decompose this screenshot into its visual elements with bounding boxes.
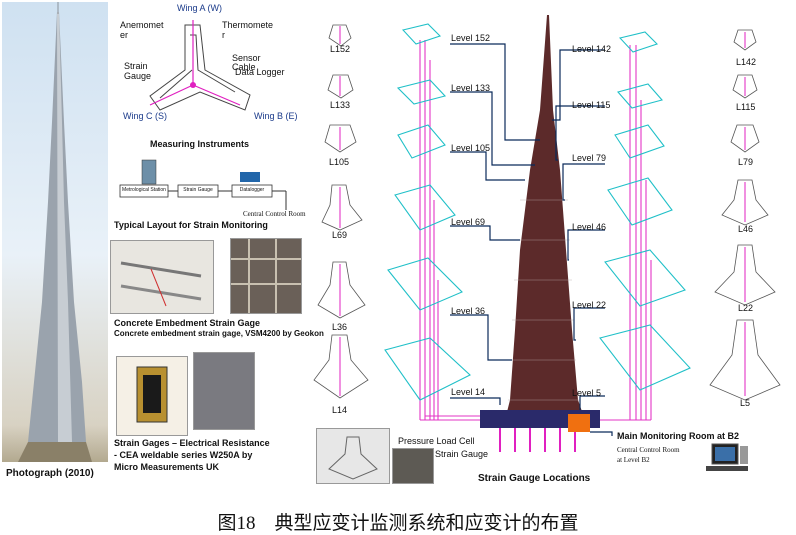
embedment-title: Concrete Embedment Strain Gage [114,318,261,328]
central-control-room-line-2: at Level B2 [617,456,650,464]
thermometer-label-2: r [222,30,225,40]
pressure-cell-plan-thumbnail [316,428,390,484]
data-logger-label: Data Logger [235,67,285,77]
level-115-label: Level 115 [572,100,611,110]
right-floor-slabs [599,31,691,391]
level-5-label: Level 5 [572,388,602,398]
level-142-label: Level 142 [572,44,612,54]
strain-box-label: Strain Gauge [183,187,213,193]
thermometer-label: Thermomete [222,20,274,30]
plan-label-l115: L115 [736,102,756,112]
level-14-label: Level 14 [451,387,486,397]
metrological-box-label: Metrological Station [122,187,166,193]
electrical-line-1: Strain Gages – Electrical Resistance [114,438,270,448]
main-monitoring-room-label: Main Monitoring Room at B2 [617,431,739,441]
electrical-gage-diagram [116,356,188,436]
electrical-line-3: Micro Measurements UK [114,462,220,472]
sensor-cable-label-2: Cable [232,62,256,72]
plan-label-l5: L5 [740,398,751,408]
level-46-label: Level 46 [572,222,607,232]
electrical-line-2: - CEA weldable series W250A by [114,450,253,460]
level-133-label: Level 133 [451,83,491,93]
level-22-label: Level 22 [572,300,607,310]
level-79-label: Level 79 [572,153,607,163]
plan-label-l69: L69 [332,230,348,240]
level-105-label: Level 105 [451,143,491,153]
wing-b-label: Wing B (E) [254,111,298,121]
strain-gauge-bottom-label: Strain Gauge [435,449,489,459]
plan-label-l133: L133 [330,100,351,110]
tower-photo-drawing [18,2,92,462]
pressure-load-cell-label: Pressure Load Cell [398,436,475,446]
central-control-room-line-1: Central Control Room [617,446,680,454]
strain-gauge-site-thumbnail [392,448,434,484]
anemometer-label-2: er [120,30,129,40]
tower-photograph [2,2,108,462]
level-152-label: Level 152 [451,33,491,43]
electrical-gage-photo [193,352,255,430]
left-plan-icons [313,24,369,399]
anemometer-label: Anemomet [120,20,164,30]
plan-label-l152: L152 [330,44,351,54]
level-36-label: Level 36 [451,306,486,316]
typical-layout-title: Typical Layout for Strain Monitoring [114,220,268,230]
embedment-subtitle: Concrete embedment strain gage, VSM4200 … [114,329,324,338]
plan-label-l142: L142 [736,57,757,67]
strain-gauge-label-2: Gauge [124,71,152,81]
rebar-installation-photo [230,238,302,314]
plan-label-l105: L105 [329,157,350,167]
datalogger-box-label: Datalogger [239,187,265,193]
embedment-gage-photo [110,240,214,314]
plan-label-l36: L36 [332,322,348,332]
plan-label-l46: L46 [738,224,754,234]
tower-elevation [480,15,600,452]
measuring-instruments-title: Measuring Instruments [150,139,250,149]
strain-gauge-label: Strain [124,61,148,71]
photo-caption: Photograph (2010) [6,468,94,479]
figure-caption: 图18 典型应变计监测系统和应变计的布置 [217,513,579,534]
plan-label-l14: L14 [332,405,348,415]
plan-label-l79: L79 [738,157,754,167]
left-floor-slabs [384,23,471,401]
plan-label-l22: L22 [738,303,754,313]
wing-a-label: Wing A (W) [177,3,223,13]
right-plan-icons [709,29,781,401]
central-room-label: Central Control Room [243,210,306,218]
sensor-cable-label: Sensor [232,53,261,63]
level-69-label: Level 69 [451,217,486,227]
wing-c-label: Wing C (S) [123,111,168,121]
strain-gauge-locations-title: Strain Gauge Locations [478,473,591,484]
